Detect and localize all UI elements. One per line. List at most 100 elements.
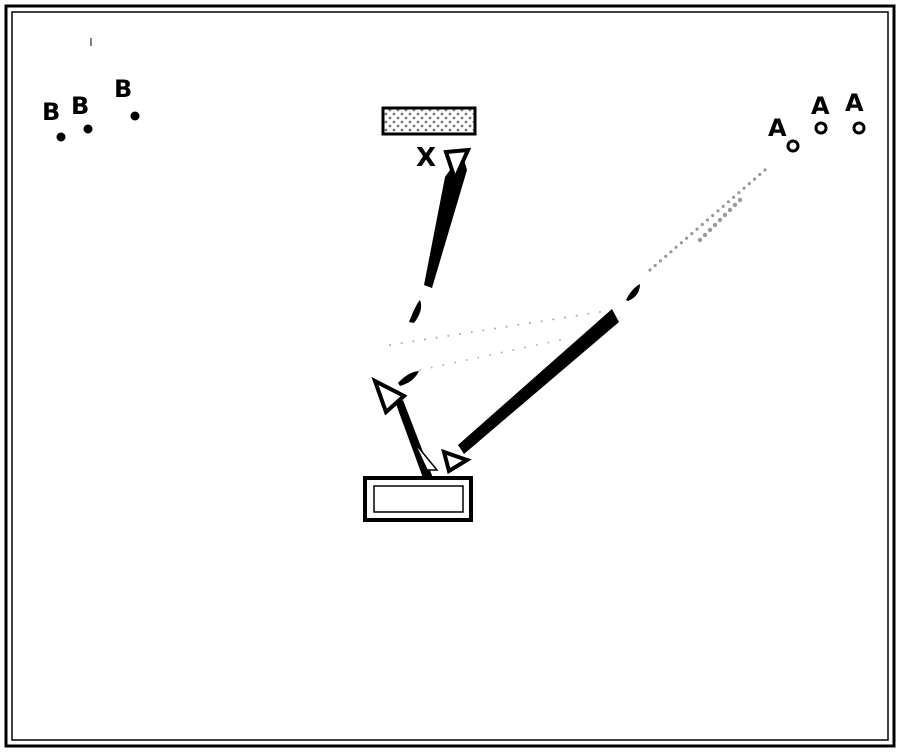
tracer-dot bbox=[653, 263, 657, 268]
tracer-dot bbox=[732, 202, 738, 208]
tracer-dot bbox=[721, 204, 725, 208]
target-block: X bbox=[381, 106, 477, 173]
tracer-dot bbox=[690, 232, 694, 236]
faint-dot bbox=[505, 325, 508, 328]
tracer-dot bbox=[737, 197, 743, 203]
tracer-dot bbox=[695, 227, 699, 231]
wedge-shaft-right bbox=[458, 309, 619, 454]
triangle-marker-left bbox=[371, 376, 408, 416]
tracer-dot bbox=[679, 241, 684, 245]
faint-dot bbox=[563, 316, 567, 319]
faint-dot bbox=[454, 361, 456, 364]
arrow-up-to-target bbox=[424, 147, 472, 288]
drop-marker-1 bbox=[409, 300, 422, 323]
faint-dot bbox=[423, 338, 427, 341]
faint-dot bbox=[477, 356, 480, 359]
dotted-line-icon bbox=[648, 168, 767, 272]
faint-dot bbox=[575, 314, 578, 317]
label-a-2: A bbox=[811, 92, 830, 120]
label-b-2: B bbox=[71, 92, 89, 120]
tracer-dot bbox=[648, 268, 652, 272]
faint-dot bbox=[524, 346, 526, 349]
tracer-dot bbox=[664, 254, 668, 258]
triangle-marker-up bbox=[443, 147, 472, 185]
tracer-dot bbox=[727, 207, 733, 213]
label-a-3: A bbox=[845, 89, 864, 117]
faint-tracers bbox=[388, 310, 602, 371]
tracer-dot bbox=[711, 213, 715, 218]
tracer-dot bbox=[722, 212, 728, 218]
faint-dot bbox=[512, 349, 515, 351]
tracer-dot bbox=[752, 177, 757, 181]
x-mark-icon: X bbox=[416, 143, 436, 173]
faint-dot bbox=[419, 369, 421, 371]
drop-marker-3 bbox=[626, 284, 640, 301]
tracer-dot bbox=[732, 195, 736, 199]
triangle-inner-left bbox=[413, 441, 439, 471]
point-a-1 bbox=[786, 139, 800, 153]
faint-dot bbox=[500, 351, 503, 354]
tracer-dot bbox=[716, 209, 720, 213]
group-b: B B B bbox=[42, 38, 140, 142]
arrow-receiver-to-triangle bbox=[371, 376, 439, 478]
faint-dot bbox=[447, 334, 450, 337]
tracer-dot bbox=[758, 172, 762, 177]
faint-dot bbox=[465, 359, 468, 361]
faint-dot bbox=[540, 320, 543, 323]
faint-dot bbox=[552, 318, 555, 321]
point-a-3 bbox=[852, 121, 866, 135]
point-b-1 bbox=[56, 132, 66, 142]
faint-dot bbox=[458, 332, 462, 336]
label-a-1: A bbox=[768, 114, 787, 142]
faint-dot bbox=[482, 329, 485, 332]
triangle-marker-right bbox=[441, 448, 472, 475]
faint-dot bbox=[598, 310, 602, 314]
faint-dot bbox=[489, 354, 491, 356]
tracer-dot bbox=[737, 191, 741, 195]
frame-outer bbox=[4, 4, 896, 748]
point-a-2 bbox=[814, 121, 828, 135]
faint-dot bbox=[547, 341, 550, 344]
wedge-shaft-up bbox=[424, 153, 467, 288]
tracer-dot bbox=[669, 250, 673, 254]
faint-dot bbox=[435, 336, 438, 339]
point-b-2 bbox=[83, 124, 93, 134]
receiver-box bbox=[363, 476, 473, 522]
tracer-dot bbox=[712, 222, 718, 228]
tracer-dot bbox=[707, 227, 713, 233]
tracer-dot bbox=[717, 217, 723, 223]
tracer-dot bbox=[702, 232, 708, 238]
label-b-3: B bbox=[114, 75, 132, 103]
label-b-1: B bbox=[42, 98, 60, 126]
drop-markers bbox=[398, 284, 640, 386]
faint-dot bbox=[493, 327, 497, 330]
tracer-dot bbox=[658, 259, 663, 263]
point-b-3 bbox=[130, 111, 140, 121]
faint-dot bbox=[388, 343, 392, 347]
tracer-dot bbox=[742, 186, 746, 190]
faint-dot bbox=[517, 323, 520, 326]
tracer-dot bbox=[685, 236, 689, 240]
faint-dot bbox=[559, 339, 561, 341]
frame-inner bbox=[11, 11, 889, 741]
group-a: A A A bbox=[768, 89, 866, 153]
faint-dot bbox=[470, 331, 473, 334]
rectangle-box-inner bbox=[373, 485, 464, 513]
tracer-dot bbox=[674, 245, 678, 249]
tracer-dot bbox=[705, 218, 710, 222]
faint-dot bbox=[400, 342, 403, 345]
faint-dot bbox=[528, 321, 532, 325]
faint-dot bbox=[442, 364, 445, 366]
stippled-bar bbox=[381, 106, 477, 136]
tracer-dot bbox=[763, 168, 767, 172]
tracer-dot bbox=[697, 237, 703, 243]
tracer-dot bbox=[747, 182, 751, 186]
faint-dot bbox=[430, 366, 433, 369]
drop-marker-2 bbox=[398, 371, 419, 386]
frame bbox=[4, 4, 896, 748]
tracer-dot bbox=[726, 200, 731, 204]
arrow-receiver-to-right bbox=[441, 309, 619, 475]
faint-dot bbox=[535, 344, 538, 346]
faint-dot bbox=[412, 340, 415, 343]
